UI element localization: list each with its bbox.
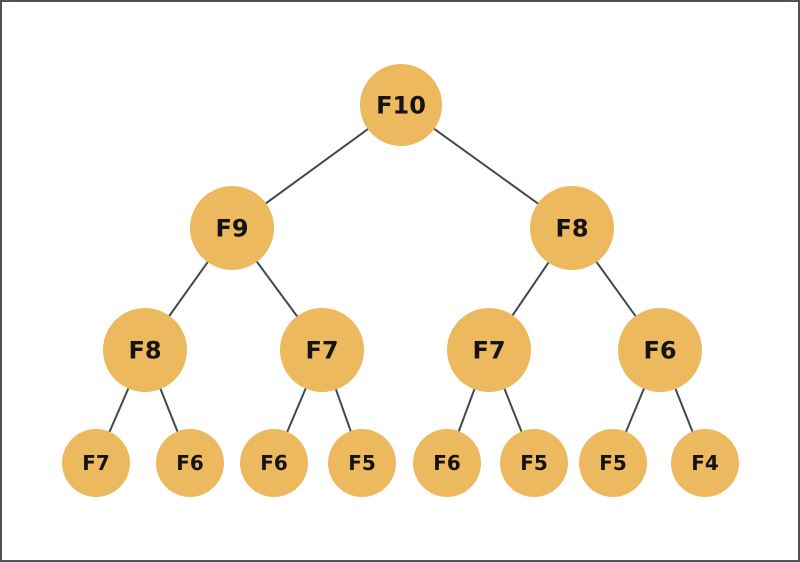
tree-node: F8 <box>530 186 614 270</box>
tree-node-circle <box>447 308 531 392</box>
tree-node: F4 <box>671 429 739 497</box>
tree-node-circle <box>328 429 396 497</box>
tree-node-label: F10 <box>376 91 426 119</box>
tree-node-label: F6 <box>176 451 204 475</box>
tree-node: F8 <box>103 308 187 392</box>
tree-node-circle <box>280 308 364 392</box>
tree-node-label: F6 <box>433 451 461 475</box>
tree-node: F7 <box>62 429 130 497</box>
tree-node-label: F7 <box>305 336 338 364</box>
tree-node-label: F8 <box>128 336 161 364</box>
tree-node-circle <box>240 429 308 497</box>
tree-node: F6 <box>156 429 224 497</box>
tree-node: F6 <box>618 308 702 392</box>
tree-node: F10 <box>360 64 442 146</box>
tree-node-circle <box>618 308 702 392</box>
tree-edges-layer <box>95 104 706 464</box>
tree-node-label: F9 <box>215 214 248 242</box>
tree-node-circle <box>500 429 568 497</box>
tree-node-circle <box>190 186 274 270</box>
tree-node: F9 <box>190 186 274 270</box>
tree-node-circle <box>156 429 224 497</box>
tree-node-circle <box>103 308 187 392</box>
tree-node-circle <box>530 186 614 270</box>
tree-node: F5 <box>579 429 647 497</box>
tree-node-label: F5 <box>520 451 548 475</box>
tree-node-label: F6 <box>260 451 288 475</box>
tree-node-label: F5 <box>348 451 376 475</box>
tree-node-circle <box>62 429 130 497</box>
tree-node: F5 <box>328 429 396 497</box>
tree-node: F5 <box>500 429 568 497</box>
tree-node: F6 <box>240 429 308 497</box>
tree-node: F7 <box>447 308 531 392</box>
tree-node-circle <box>413 429 481 497</box>
tree-node: F6 <box>413 429 481 497</box>
tree-node-label: F4 <box>691 451 719 475</box>
tree-node-label: F7 <box>82 451 110 475</box>
tree-node-circle <box>360 64 442 146</box>
tree-node-label: F5 <box>599 451 627 475</box>
tree-node-label: F7 <box>472 336 505 364</box>
tree-node-circle <box>671 429 739 497</box>
tree-node: F7 <box>280 308 364 392</box>
tree-node-circle <box>579 429 647 497</box>
tree-node-label: F8 <box>555 214 588 242</box>
tree-node-label: F6 <box>643 336 676 364</box>
